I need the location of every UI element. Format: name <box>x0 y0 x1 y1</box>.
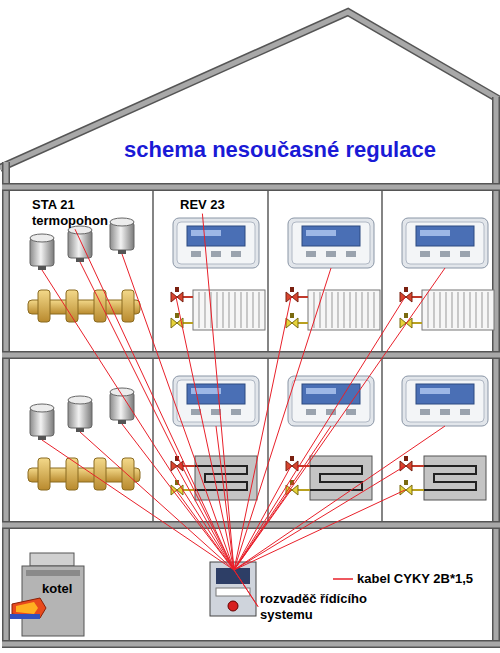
radiator-symbol <box>183 290 494 330</box>
legend-item: kabel CYKY 2B*1,5 <box>332 571 473 586</box>
legend-text: kabel CYKY 2B*1,5 <box>357 571 473 586</box>
boiler-box: kotel <box>40 580 74 598</box>
node-text: kotel <box>42 581 72 597</box>
node-text: STA 21 termopohon <box>32 197 118 228</box>
node-text: rozvaděč řídícího systemu <box>260 591 376 622</box>
control-panel-symbol <box>210 562 256 616</box>
cable-connector <box>202 214 258 607</box>
actuator-symbol <box>30 218 134 440</box>
diagram-title: schema nesoučasné regulace <box>80 137 480 163</box>
control-panel-box: rozvaděč řídícího systemu <box>258 590 378 623</box>
house-frame <box>0 12 500 648</box>
node-text: REV 23 <box>180 197 225 213</box>
cable-wire <box>42 254 445 570</box>
floor-heating-loop <box>183 456 486 500</box>
cable-connector <box>75 229 258 606</box>
boiler-symbol <box>10 553 84 636</box>
thermostat-label: REV 23 <box>178 196 227 214</box>
legend-swatch <box>332 574 354 584</box>
actuator-group-label: STA 21 termopohon <box>30 196 120 229</box>
manifold <box>28 290 140 490</box>
